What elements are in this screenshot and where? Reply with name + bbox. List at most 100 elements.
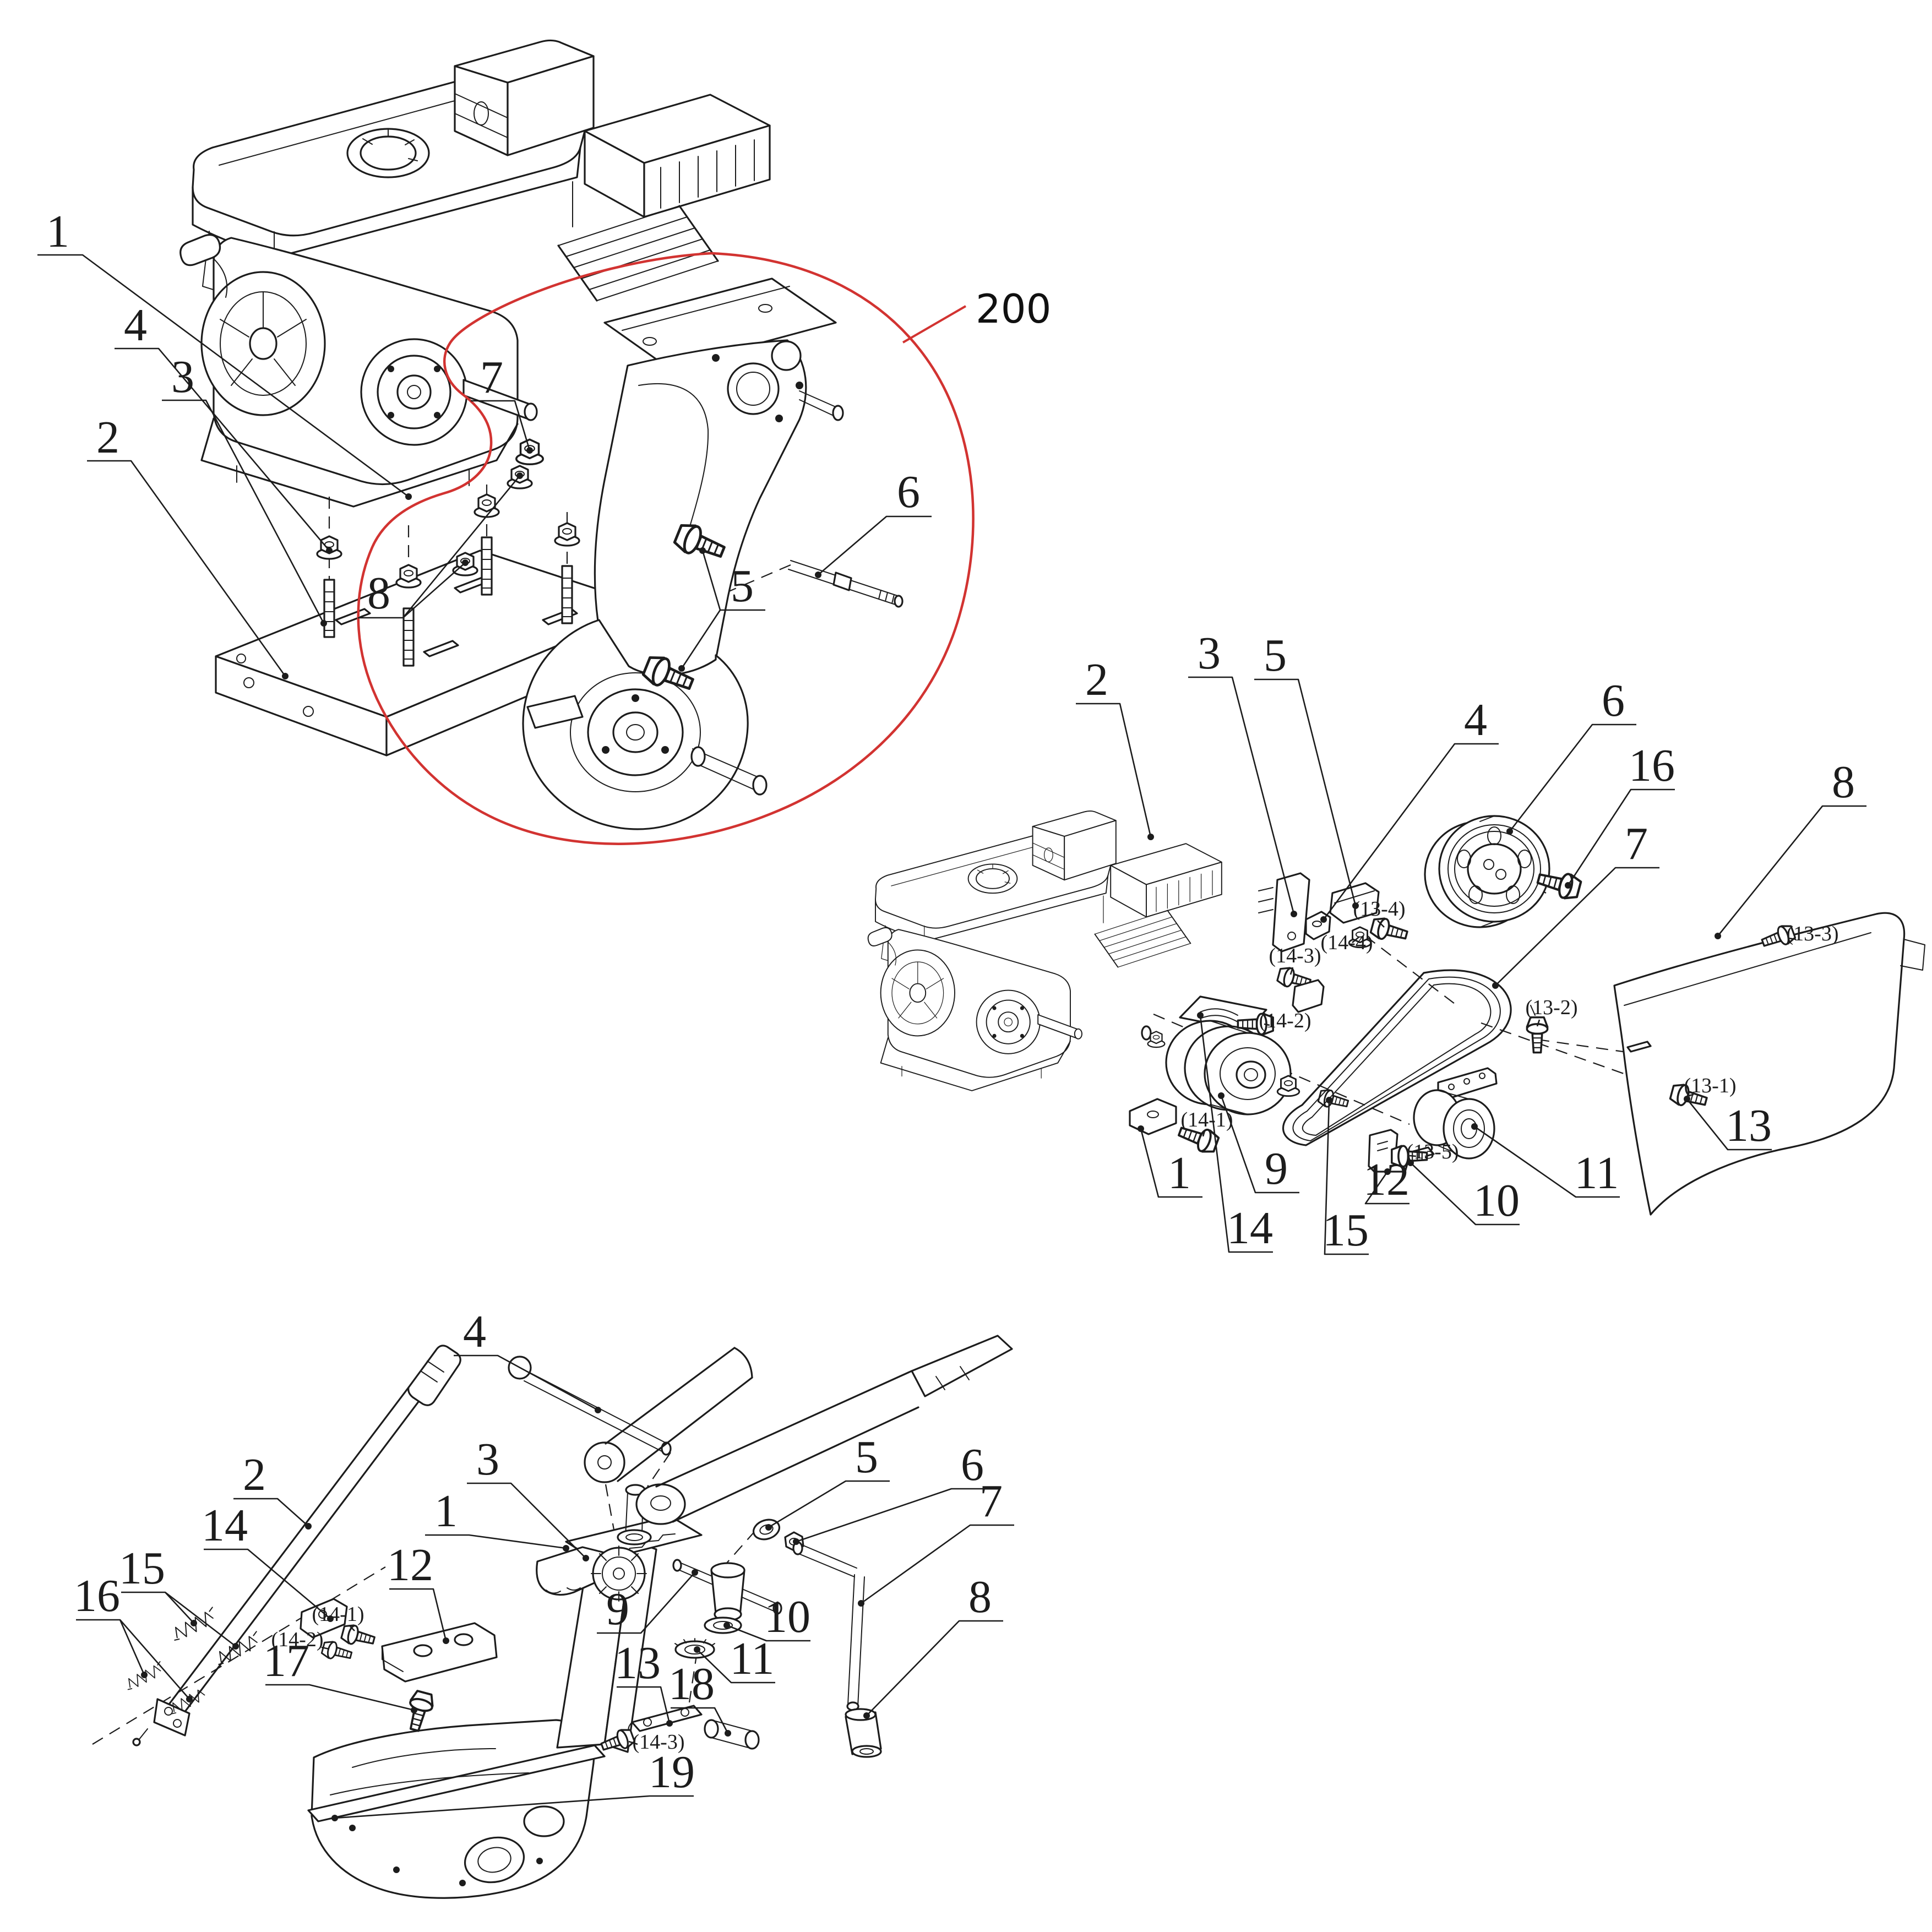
part-number-(14-3): (14-3) bbox=[633, 1730, 685, 1754]
callout-d3-17: 17 bbox=[263, 1635, 417, 1713]
leader-dot bbox=[232, 1643, 239, 1650]
leader-dot bbox=[282, 673, 289, 679]
leader-line bbox=[1536, 1019, 1541, 1027]
part-number-14: 14 bbox=[202, 1500, 248, 1551]
part-number-(13-1): (13-1) bbox=[1684, 1074, 1737, 1097]
part-number-5: 5 bbox=[1264, 630, 1287, 681]
callout-d3-3: 3 bbox=[467, 1434, 589, 1561]
part-number-7: 7 bbox=[979, 1476, 1003, 1527]
part-number-1: 1 bbox=[434, 1485, 458, 1537]
stud-3 bbox=[402, 607, 415, 667]
leader-line bbox=[1289, 967, 1294, 975]
leader-dot bbox=[191, 1620, 197, 1626]
part-number-10: 10 bbox=[1473, 1175, 1520, 1226]
transmission-assembly bbox=[522, 277, 844, 830]
v-belt bbox=[1282, 969, 1512, 1146]
part-number-1: 1 bbox=[46, 206, 69, 257]
leader-dot bbox=[516, 472, 523, 479]
part-number-(14-3): (14-3) bbox=[1269, 944, 1321, 967]
callout-d2-(14-3): (14-3) bbox=[1269, 944, 1321, 975]
leader-dot bbox=[678, 665, 685, 672]
leader-dot bbox=[595, 1407, 601, 1413]
leader-line bbox=[1199, 1015, 1273, 1253]
leader-dot bbox=[1147, 834, 1154, 840]
leader-line bbox=[617, 1686, 671, 1724]
leader-dot bbox=[725, 1730, 731, 1737]
part-number-3: 3 bbox=[1198, 628, 1221, 679]
part-number-8: 8 bbox=[367, 568, 390, 619]
callout-d3-(14-1): (14-1) bbox=[312, 1603, 364, 1631]
tension-roller bbox=[1368, 1067, 1498, 1173]
leader-line bbox=[119, 1619, 190, 1700]
leader-dot bbox=[1506, 828, 1513, 835]
callout-d1-3: 3 bbox=[162, 351, 327, 627]
callout-d3-8: 8 bbox=[863, 1571, 1003, 1719]
leader-dot bbox=[793, 1538, 799, 1545]
diagram-engine-mount-transmission bbox=[179, 39, 975, 845]
leader-dot bbox=[305, 1523, 312, 1530]
callout-d3-6: 6 bbox=[793, 1439, 995, 1545]
bolt-17 bbox=[402, 1689, 437, 1734]
ratchet-teeth bbox=[591, 1545, 647, 1602]
leader-line bbox=[1323, 743, 1499, 920]
leader-dot bbox=[815, 572, 821, 578]
leader-line bbox=[597, 1572, 695, 1634]
leader-dot bbox=[1715, 933, 1721, 939]
leader-line bbox=[87, 460, 286, 677]
leader-line bbox=[1254, 678, 1357, 906]
part-number-17: 17 bbox=[263, 1635, 309, 1686]
callout-d3-4: 4 bbox=[454, 1306, 601, 1413]
callout-d2-6: 6 bbox=[1506, 675, 1636, 835]
leader-dot bbox=[1320, 916, 1327, 923]
leader-dot bbox=[1138, 1125, 1144, 1132]
leader-line bbox=[121, 1591, 194, 1624]
leader-dot bbox=[326, 547, 333, 554]
part-number-3: 3 bbox=[171, 351, 194, 402]
leader-line bbox=[1410, 1162, 1520, 1226]
leader-dot bbox=[1291, 911, 1297, 917]
stud-3 bbox=[481, 536, 493, 596]
leader-dot bbox=[692, 1569, 698, 1576]
callout-d1-1: 1 bbox=[37, 206, 412, 500]
leader-line bbox=[1495, 867, 1659, 986]
part-number-6: 6 bbox=[961, 1439, 984, 1490]
callout-d2-(14-4): (14-4) bbox=[1321, 931, 1373, 954]
callout-d3-12: 12 bbox=[387, 1539, 449, 1644]
callout-d2-1: 1 bbox=[1138, 1125, 1202, 1199]
leader-dot bbox=[699, 547, 706, 554]
callout-d1-2: 2 bbox=[87, 412, 289, 679]
leader-line bbox=[425, 1534, 567, 1549]
callout-d2-9: 9 bbox=[1218, 1092, 1299, 1194]
leader-line bbox=[796, 1488, 995, 1543]
leader-dot bbox=[526, 447, 533, 454]
callout-d3-15: 15 bbox=[119, 1543, 239, 1650]
stud-3 bbox=[323, 579, 335, 638]
leader-line bbox=[454, 1354, 598, 1411]
leader-line bbox=[768, 1480, 890, 1528]
part-number-(14-2): (14-2) bbox=[1259, 1009, 1311, 1032]
leader-dot bbox=[331, 1815, 338, 1821]
leader-line bbox=[866, 1620, 1003, 1716]
callout-d3-5: 5 bbox=[765, 1432, 890, 1531]
diagram-belt-drive bbox=[867, 810, 1925, 1216]
column-brackets bbox=[300, 1598, 498, 1734]
leader-line bbox=[115, 347, 330, 551]
leader-line bbox=[1509, 723, 1636, 832]
part-number-(13-5): (13-5) bbox=[1407, 1140, 1459, 1163]
part-number-10: 10 bbox=[764, 1591, 810, 1642]
part-number-18: 18 bbox=[668, 1658, 715, 1710]
leader-line bbox=[162, 399, 325, 624]
callout-d1-8: 8 bbox=[358, 472, 523, 619]
part-number-(14-4): (14-4) bbox=[1321, 931, 1373, 954]
callout-d3-18: 18 bbox=[668, 1658, 731, 1737]
leader-line bbox=[350, 1626, 355, 1631]
callout-d3-1: 1 bbox=[425, 1485, 569, 1552]
leader-line bbox=[671, 1707, 729, 1734]
callout-d2-13: 13 bbox=[1684, 1096, 1772, 1151]
leader-line bbox=[902, 305, 967, 344]
callout-d2-(14-2): (14-2) bbox=[1259, 1009, 1311, 1032]
leader-line bbox=[204, 1548, 331, 1619]
diagram-handle-tine bbox=[92, 1335, 1013, 1899]
